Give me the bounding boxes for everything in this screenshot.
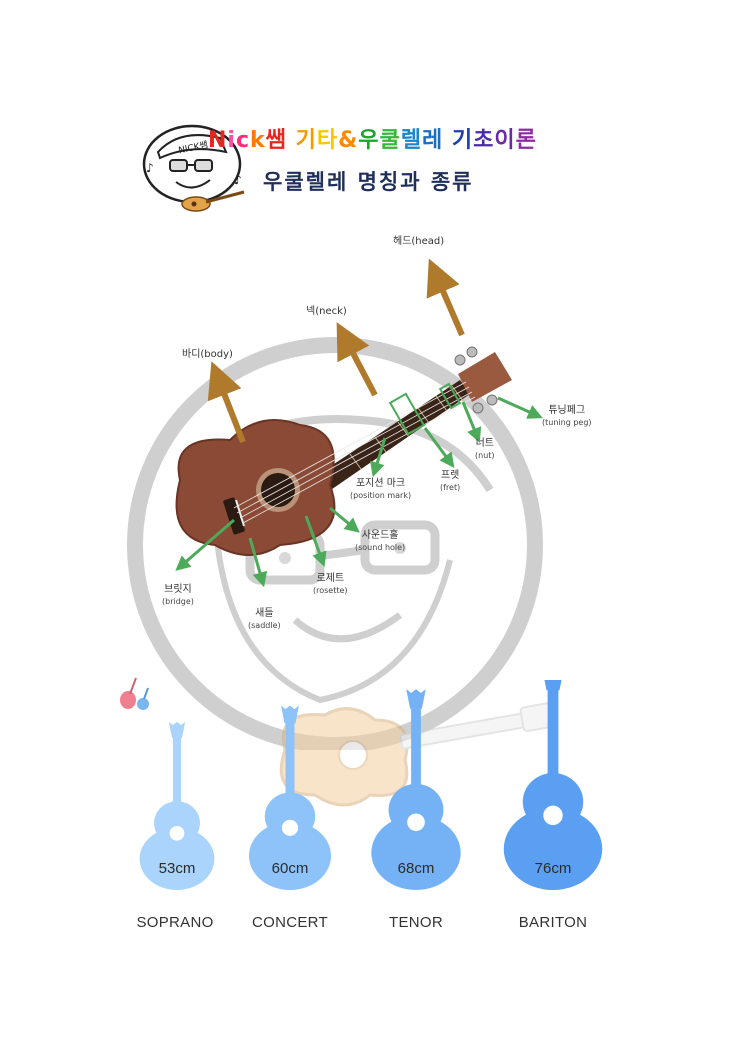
- page-title-main: Nick쌤 기타&우쿨렐레 기초이론: [208, 122, 537, 154]
- title-char: N: [208, 128, 228, 153]
- arrow-saddle: [248, 537, 268, 588]
- type-bariton: BARITON: [518, 914, 588, 931]
- arrow-body: [207, 361, 246, 444]
- ukulele-sizes: [139, 680, 603, 890]
- title-char: 레: [422, 128, 444, 153]
- type-soprano: SOPRANO: [136, 914, 214, 931]
- label-fret: 프렛 (fret): [440, 470, 461, 492]
- label-body: 바디(body): [182, 349, 233, 360]
- label-nut: 너트 (nut): [475, 438, 495, 460]
- ukulele-size-concert-icon: [248, 705, 332, 890]
- arrow-fret: [423, 427, 455, 469]
- arrow-tuning-peg: [497, 396, 543, 419]
- title-char: 렐: [400, 128, 422, 153]
- ukulele-size-tenor-icon: [371, 689, 461, 890]
- size-soprano: 53cm: [158, 860, 196, 877]
- title-char: 쌤: [265, 128, 287, 153]
- label-rosette: 로제트 (rosette): [313, 573, 348, 595]
- label-sound-hole: 사운드홀 (sound hole): [355, 530, 406, 552]
- size-tenor: 68cm: [397, 860, 435, 877]
- ukulele-strings: [233, 381, 476, 524]
- arrow-bridge: [175, 518, 235, 571]
- title-char: 우: [358, 128, 380, 153]
- title-char: 기: [286, 128, 317, 153]
- size-bariton: 76cm: [534, 860, 572, 877]
- ukulele-size-bariton-icon: [503, 680, 603, 890]
- title-char: 초: [473, 128, 495, 153]
- arrow-neck: [336, 322, 378, 397]
- ukulele-head-icon: [454, 346, 512, 414]
- svg-text:♪: ♪: [234, 173, 242, 187]
- ukulele-size-soprano-icon: [139, 721, 215, 890]
- watermark-ukulele-icon: [279, 701, 559, 807]
- arrow-nut: [461, 401, 482, 443]
- small-ukulele-icon: [120, 677, 149, 710]
- type-tenor: TENOR: [389, 914, 443, 931]
- arrow-head: [426, 258, 465, 337]
- arrow-position-mark: [370, 437, 387, 478]
- title-char: i: [227, 128, 236, 153]
- size-concert: 60cm: [271, 860, 309, 877]
- ukulele-diagram: [175, 346, 512, 556]
- title-char: 타: [316, 128, 339, 153]
- title-char: 쿨: [379, 128, 401, 153]
- label-head: 헤드(head): [393, 236, 445, 247]
- title-char: c: [235, 128, 251, 153]
- type-concert: CONCERT: [252, 914, 328, 931]
- page-subtitle: 우쿨렐레 명칭과 종류: [263, 170, 474, 194]
- label-neck: 넥(neck): [306, 306, 347, 317]
- svg-text:♪: ♪: [146, 161, 154, 175]
- arrow-rosette: [304, 515, 327, 568]
- title-char: 이: [494, 128, 516, 153]
- nick-logo-icon: NICK쌤 ♪ ♪: [142, 124, 245, 212]
- arrow-sound-hole: [329, 506, 360, 533]
- title-char: k: [250, 128, 266, 153]
- label-bridge: 브릿지 (bridge): [162, 584, 194, 606]
- title-char: &: [338, 128, 359, 153]
- ukulele-body-icon: [175, 419, 336, 556]
- label-saddle: 새들 (saddle): [248, 608, 281, 630]
- title-char: 론: [515, 128, 537, 153]
- label-tuning-peg: 튜닝페그 (tuning peg): [542, 405, 592, 427]
- label-position-mark: 포지션 마크 (position mark): [350, 478, 412, 500]
- title-char: 기: [443, 128, 474, 153]
